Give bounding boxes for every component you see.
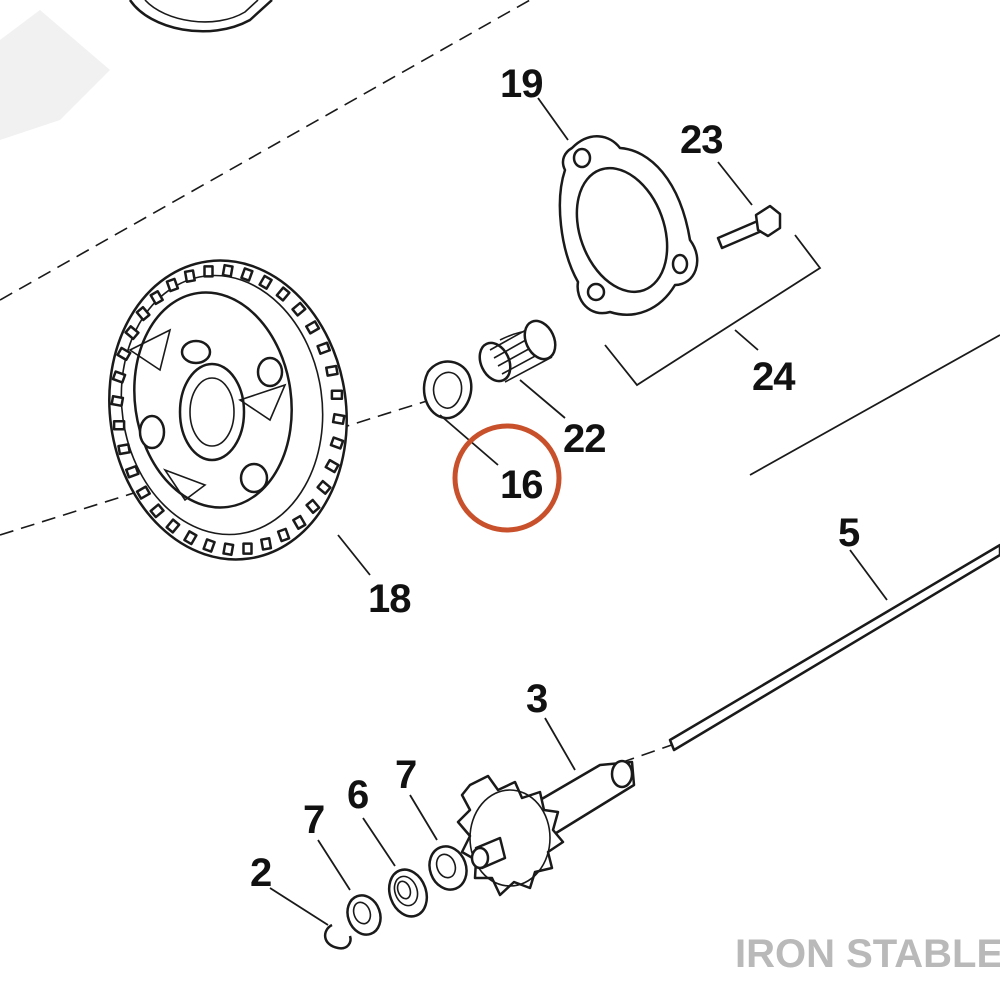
- leader-2: [269, 887, 329, 926]
- sprocket-tooth: [305, 320, 321, 335]
- leader-23: [717, 161, 753, 206]
- reference-line: [749, 334, 1000, 476]
- part-2-snap-ring: [324, 923, 352, 950]
- sprocket-tooth: [242, 542, 253, 555]
- leader-5: [849, 549, 888, 601]
- leader-18: [337, 534, 371, 576]
- sprocket-tooth: [124, 465, 140, 479]
- part-23-bolt: [716, 204, 782, 250]
- sprocket-tooth: [316, 479, 332, 495]
- sprocket-tooth: [258, 274, 273, 290]
- ring-top-edge: [128, 0, 273, 33]
- part-5-rod: [668, 543, 1000, 752]
- sprocket-tooth: [222, 542, 235, 557]
- leader-19: [537, 97, 569, 141]
- callout-5: 5: [838, 511, 860, 555]
- sprocket-tooth: [165, 518, 181, 534]
- sprocket-tooth: [275, 286, 291, 302]
- sprocket-tooth: [330, 389, 344, 400]
- callout-24: 24: [752, 355, 796, 399]
- part-22-spring: [478, 319, 557, 383]
- sprocket-tooth: [149, 290, 164, 306]
- sprocket-tooth: [149, 503, 165, 519]
- callout-7-right: 7: [395, 753, 416, 797]
- sprocket-tooth: [276, 527, 291, 543]
- ring-top-inner: [144, 0, 259, 23]
- part-16-washer: [422, 360, 473, 420]
- callout-22: 22: [563, 417, 606, 461]
- sprocket-tooth: [202, 538, 216, 553]
- bracket-24: [604, 234, 822, 387]
- leader-7-left: [317, 839, 351, 891]
- sprocket-tooth: [305, 498, 321, 515]
- leader-3: [544, 717, 576, 771]
- part-19-retainer-plate: [558, 135, 699, 316]
- leader-6: [362, 817, 396, 867]
- watermark-text: IRON STABLE: [735, 932, 1000, 976]
- sprocket-tooth: [183, 530, 198, 546]
- callout-7-left: 7: [303, 798, 324, 842]
- callout-23: 23: [680, 118, 723, 162]
- dashed-axis-shaft: [599, 741, 681, 771]
- highlight-circle-16: [452, 423, 562, 533]
- leader-7-right: [409, 794, 438, 841]
- part-7-washer-right: [428, 845, 468, 891]
- sprocket-tooth: [291, 301, 307, 317]
- sprocket-tooth: [117, 443, 131, 456]
- sprocket-tooth: [240, 267, 254, 282]
- sprocket-tooth: [111, 370, 127, 384]
- sprocket-tooth: [316, 341, 332, 355]
- sprocket-tooth: [260, 537, 273, 551]
- part-7-washer-left: [346, 894, 382, 936]
- sprocket-tooth: [324, 458, 340, 474]
- callout-6: 6: [347, 773, 368, 817]
- part-3-shaft: [456, 759, 636, 897]
- sprocket-tooth: [112, 420, 126, 431]
- sprocket-tooth: [292, 514, 307, 530]
- sprocket-tooth: [135, 305, 151, 322]
- leader-24: [734, 329, 759, 351]
- callout-3: 3: [526, 677, 547, 721]
- sprocket-tooth: [116, 346, 132, 362]
- sprocket-tooth: [110, 394, 125, 408]
- part-6-bearing: [387, 868, 429, 918]
- callout-18: 18: [368, 577, 411, 621]
- callout-19: 19: [500, 62, 543, 106]
- sprocket-tooth: [331, 412, 346, 426]
- sprocket-tooth: [124, 325, 140, 341]
- callout-16: 16: [500, 463, 543, 507]
- leader-22: [519, 379, 566, 419]
- sprocket-tooth: [329, 436, 345, 450]
- callout-2: 2: [250, 851, 271, 895]
- sprocket-tooth: [325, 364, 339, 377]
- part-18-clutch-hub: [108, 259, 348, 561]
- sprocket-tooth: [165, 277, 180, 293]
- sprocket-tooth: [221, 263, 234, 278]
- sprocket-tooth: [135, 485, 151, 500]
- sprocket-tooth: [203, 265, 214, 278]
- background-swoosh: [0, 10, 110, 140]
- sprocket-tooth: [183, 269, 196, 283]
- dashed-axis-upper: [0, 0, 531, 301]
